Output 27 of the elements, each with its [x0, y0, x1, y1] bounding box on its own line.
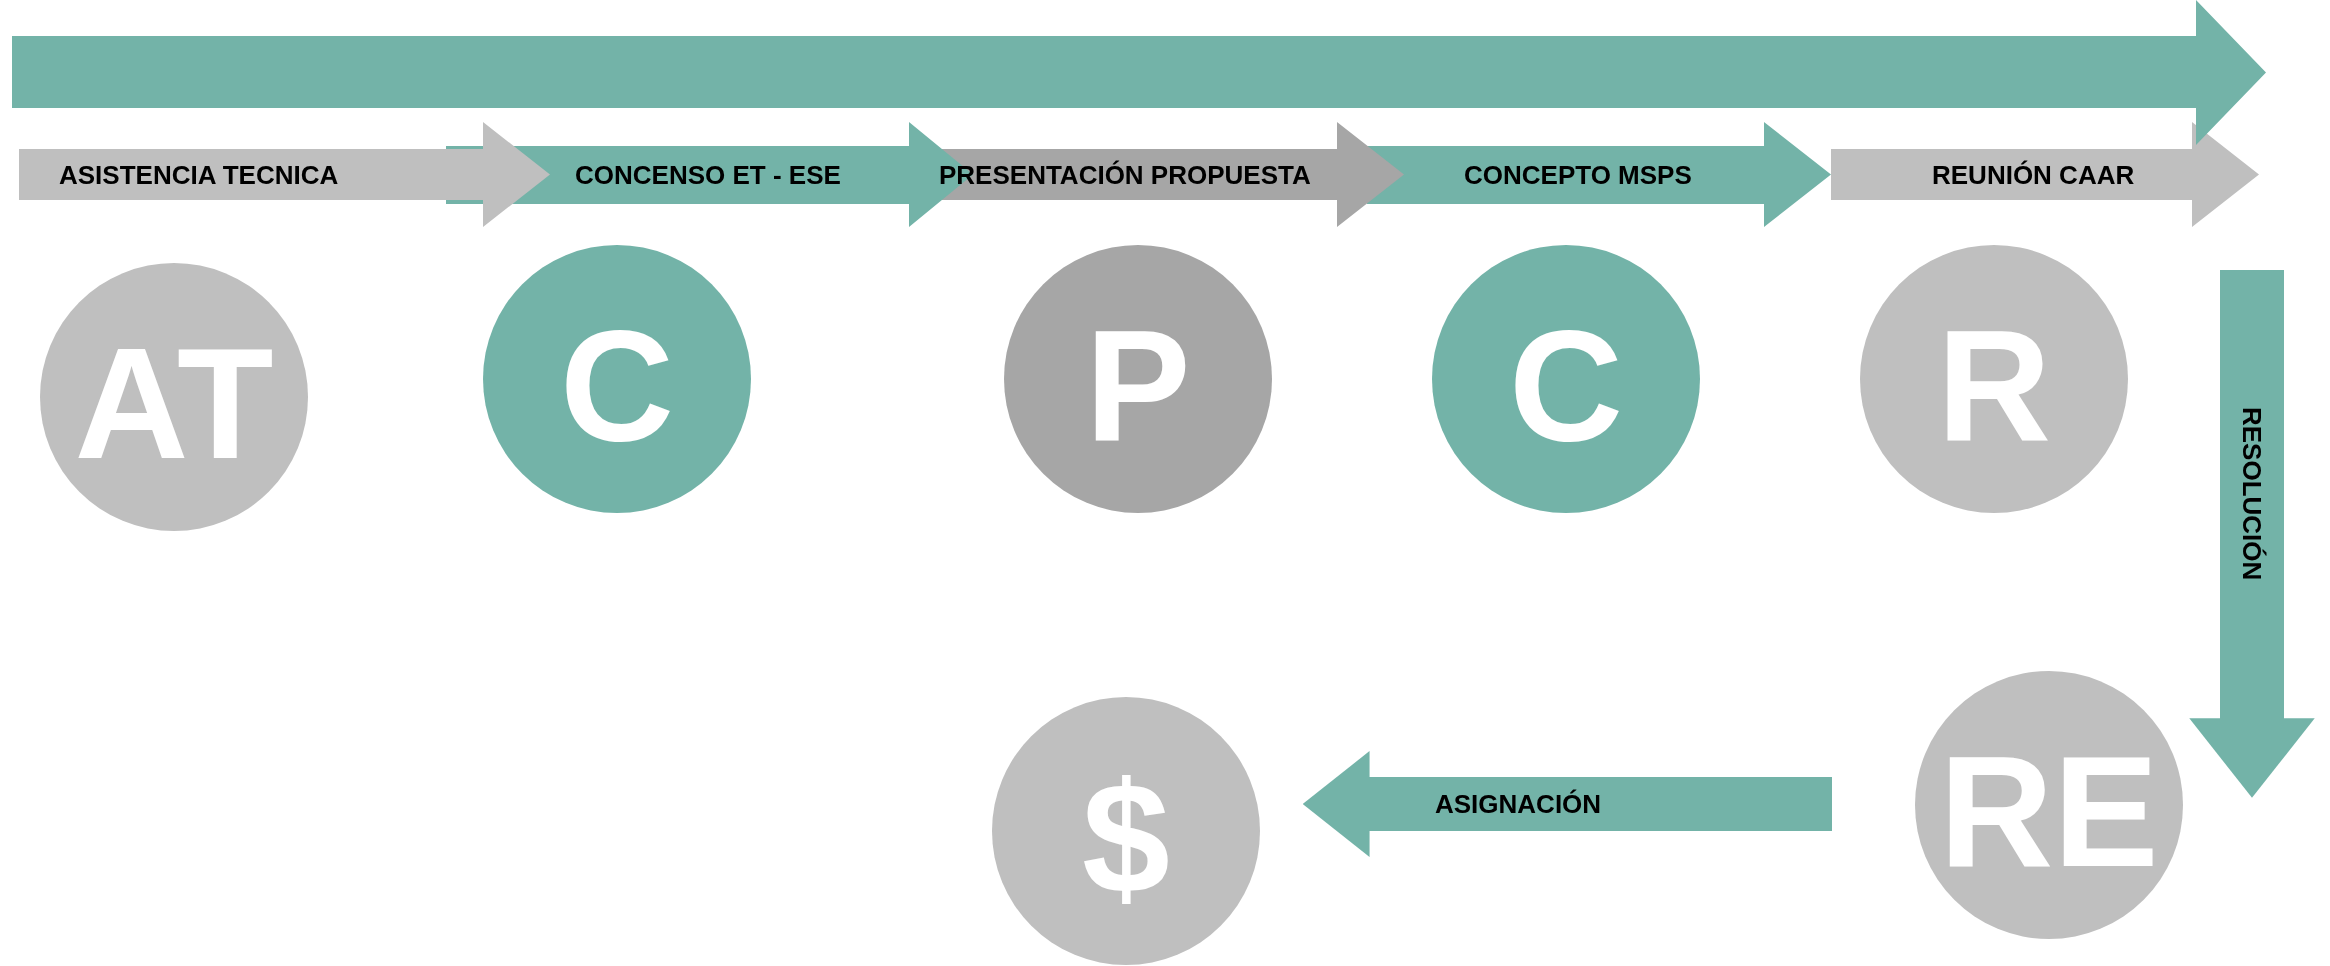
chevron-step: [1367, 122, 1831, 227]
letter-circle: [1860, 245, 2128, 513]
circle-letter: R: [1936, 306, 2052, 464]
edge-label: ASIGNACIÓN: [1435, 791, 1602, 817]
circle-letter: P: [1085, 306, 1191, 464]
timeline-arrow: [12, 0, 2266, 145]
letter-circle: [1432, 245, 1700, 513]
circle-letter: RE: [1939, 732, 2159, 890]
step-label: PRESENTACIÓN PROPUESTA: [939, 161, 1311, 188]
letter-circle: [1915, 671, 2183, 939]
letter-circle: [483, 245, 751, 513]
block-arrow: [1302, 751, 1832, 857]
edge-label: RESOLUCIÓN: [2239, 407, 2265, 581]
step-label: CONCEPTO MSPS: [1464, 162, 1692, 188]
chevron-step: [1831, 122, 2259, 227]
step-label: REUNIÓN CAAR: [1932, 161, 2135, 188]
circle-letter: $: [1082, 758, 1170, 916]
circle-letter: AT: [74, 324, 274, 482]
letter-circle: [992, 697, 1260, 965]
letter-circle: [1004, 245, 1272, 513]
circle-letter: C: [559, 306, 675, 464]
step-label: CONCENSO ET - ESE: [575, 162, 841, 188]
step-label: ASISTENCIA TECNICA: [59, 161, 339, 188]
letter-circle: [40, 263, 308, 531]
block-arrow: [2189, 270, 2315, 798]
chevron-step: [19, 122, 550, 227]
circle-letter: C: [1508, 306, 1624, 464]
